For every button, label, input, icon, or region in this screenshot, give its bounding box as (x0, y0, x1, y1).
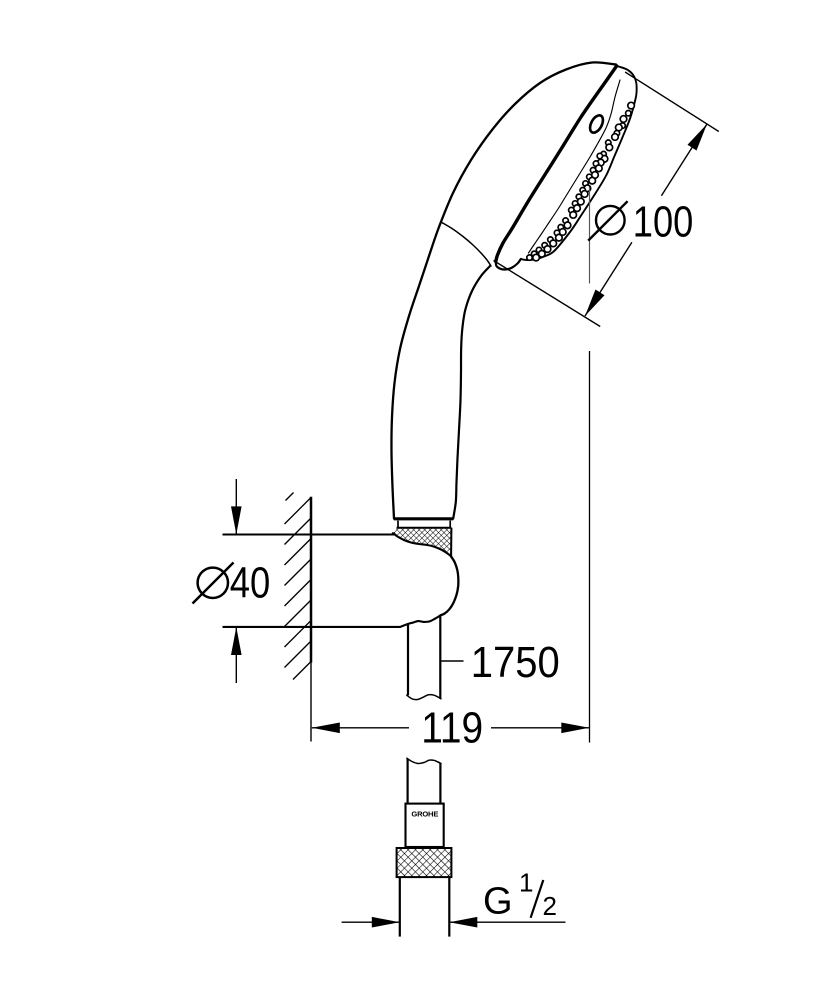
neck-crease (440, 221, 492, 267)
hose-break-upper-edge (406, 757, 442, 765)
nozzle-dots (525, 101, 636, 262)
dim-holder-diameter: 40 (191, 479, 270, 683)
d119-arrow-right (561, 722, 590, 734)
nozzle-dot (543, 244, 552, 254)
dim-head-diameter: 100 (493, 71, 720, 328)
d100-extension-line-bottom (493, 259, 601, 328)
hatch-line (284, 640, 312, 668)
dim-thread-size: G 1 2 (341, 868, 566, 928)
holder-cup-outline (439, 555, 460, 617)
d40-value: 40 (230, 559, 270, 607)
thread-letter: G (483, 881, 513, 923)
d100-value: 100 (633, 199, 694, 247)
wall-hatching (284, 492, 312, 680)
wall (284, 492, 313, 742)
thread-fraction-slash (529, 879, 545, 919)
nozzle-dot (626, 101, 636, 110)
hatch-line (285, 492, 294, 501)
thread-denominator: 2 (543, 891, 557, 921)
holder-cup-front-rim (391, 532, 453, 558)
grohe-logo-text: GROHE (411, 810, 438, 819)
dim-wall-offset: 119 (311, 351, 591, 753)
nozzle-dot (525, 254, 534, 262)
nozzle-dot (580, 189, 589, 199)
hatch-line (284, 538, 312, 566)
hose-break-lower-edge (406, 693, 442, 701)
d40-diameter-symbol-slash (191, 561, 235, 605)
holder-cup-opening-edge (399, 614, 442, 628)
nozzle-dot (537, 249, 546, 258)
d119-arrow-left (311, 722, 340, 734)
nozzle-dot (588, 176, 597, 185)
shower-head (390, 61, 638, 520)
nozzle-dot (605, 143, 614, 152)
thread-numerator: 1 (519, 868, 533, 898)
nozzle-dot (569, 210, 578, 220)
g12-arrow-left (371, 916, 400, 928)
d100-diameter-symbol-slash (587, 200, 629, 242)
d119-value: 119 (421, 705, 483, 753)
d100-extension-line-top (624, 71, 720, 133)
hose-length-value: 1750 (471, 639, 560, 687)
hatch-line (284, 620, 312, 648)
dim-hose-length: 1750 (441, 639, 560, 687)
d100-arrow-bottom (585, 289, 605, 316)
hatch-line (284, 558, 312, 586)
connector-knurled-nut (395, 847, 453, 879)
head-body-and-handle-left-outline (390, 61, 618, 520)
nozzle-dot (619, 114, 628, 124)
hatch-line (284, 599, 312, 627)
hatch-line (284, 517, 312, 545)
nozzle-dot (610, 132, 620, 142)
spray-face-front-edge (494, 64, 619, 264)
handle-knurl-nut-fill (392, 527, 452, 557)
spray-plate-inner-edge (527, 79, 621, 254)
d100-arrow-top (687, 124, 707, 151)
hatch-line (284, 497, 312, 525)
handle (391, 221, 492, 558)
nozzle-dot (549, 239, 558, 248)
hatch-line (284, 579, 312, 607)
nozzle-dot (531, 253, 541, 262)
head-logo-oval (588, 114, 605, 134)
handle-right-outline (452, 264, 492, 520)
g12-arrow-right (449, 916, 478, 928)
hose-connector: GROHE (395, 802, 453, 937)
nozzle-dot (563, 221, 572, 230)
d100-diameter-symbol-circle (594, 204, 626, 236)
shower-hose (406, 615, 442, 804)
hatch-line (292, 661, 312, 680)
spray-face-bottom-tip (494, 257, 522, 271)
hose-ferrule-box (404, 802, 445, 849)
nozzle-dot (596, 152, 604, 160)
wall-holder (222, 533, 460, 628)
d40-arrow-bottom (231, 627, 242, 655)
nozzle-dot (554, 233, 564, 242)
d40-diameter-symbol-circle (196, 566, 230, 600)
nozzle-dot (624, 109, 632, 117)
d40-arrow-top (231, 506, 242, 535)
